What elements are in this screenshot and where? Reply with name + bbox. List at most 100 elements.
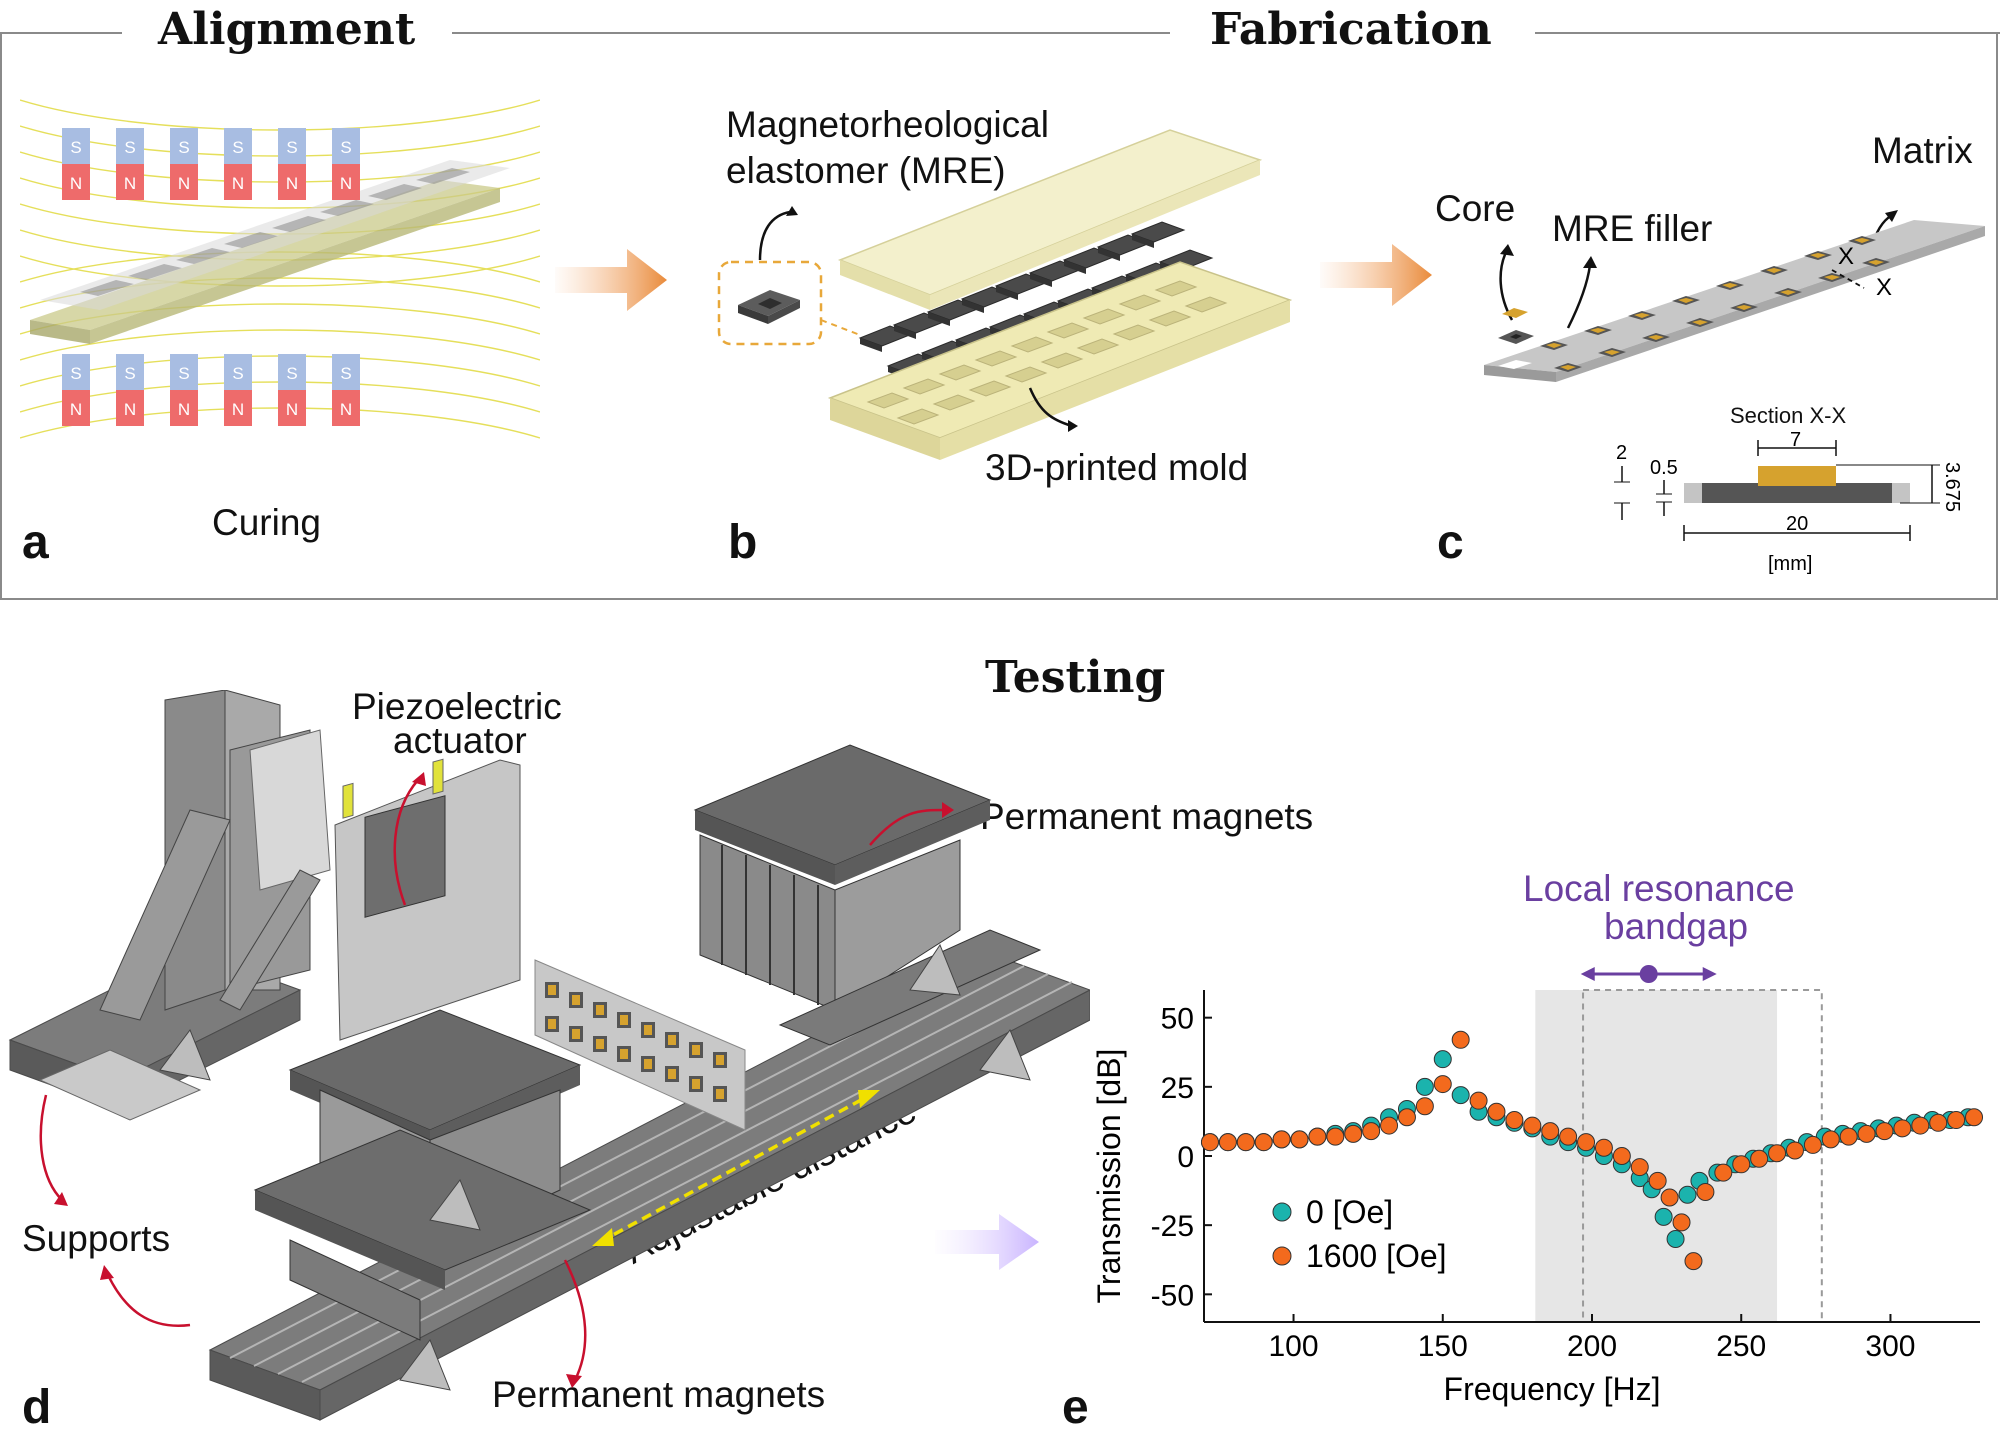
flow-arrow-ab: [555, 249, 667, 311]
magnet-s-label: S: [232, 364, 243, 383]
data-point: [1487, 1102, 1506, 1121]
magnet-n-label: N: [178, 400, 190, 419]
data-point: [1541, 1122, 1560, 1141]
fabrication-title: Fabrication: [1210, 4, 1492, 55]
data-point: [1308, 1127, 1327, 1146]
legend-label: 1600 [Oe]: [1306, 1238, 1447, 1274]
y-tick-label: 50: [1161, 1003, 1194, 1036]
data-point: [1344, 1124, 1363, 1143]
actuator-label-line1: Piezoelectric: [352, 686, 562, 727]
magnet: SN: [332, 128, 360, 200]
data-point: [1415, 1077, 1434, 1096]
data-point: [1672, 1213, 1691, 1232]
data-point: [1821, 1130, 1840, 1149]
y-tick-label: 0: [1177, 1141, 1194, 1174]
data-point: [1684, 1252, 1703, 1271]
data-point: [1911, 1116, 1930, 1135]
dim-05: 0.5: [1650, 457, 1678, 479]
data-point: [1875, 1122, 1894, 1141]
x-tick-label: 150: [1418, 1330, 1468, 1363]
flow-arrow-bc: [1320, 244, 1432, 306]
matrix-beam: [1484, 220, 1985, 372]
magnet: SN: [62, 128, 90, 200]
bandgap-center-dot: [1639, 965, 1658, 983]
testing-title: Testing: [985, 652, 1166, 703]
mre-label-line1: Magnetorheological: [726, 104, 1049, 145]
bandgap-label-line2: bandgap: [1604, 906, 1749, 947]
data-point: [1660, 1188, 1679, 1207]
left-base-plate: [38, 1049, 202, 1121]
magnet-s-label: S: [70, 364, 81, 383]
frame-top-right: [1535, 32, 2000, 34]
data-point: [1272, 1130, 1291, 1149]
section-diagram: 7 3.675 2 0.5 20 [mm]: [1614, 430, 1960, 575]
magnet-n-label: N: [70, 400, 82, 419]
magnet-n-label: N: [124, 400, 136, 419]
data-point: [1594, 1138, 1613, 1157]
top-magnet-slots: [721, 845, 819, 1005]
magnet: SN: [116, 128, 144, 200]
section-mark-1: X: [1838, 243, 1854, 270]
x-tick-label: 200: [1567, 1330, 1617, 1363]
data-point: [1678, 1185, 1697, 1204]
magnet-s-label: S: [178, 364, 189, 383]
data-point: [1254, 1133, 1273, 1152]
y-tick-label: -50: [1151, 1279, 1194, 1312]
bottom-magnet-assembly: [253, 1009, 592, 1341]
panel-letter-d: d: [22, 1381, 52, 1434]
data-point: [1469, 1091, 1488, 1110]
unit-mm: [mm]: [1768, 553, 1812, 575]
alignment-title: Alignment: [158, 4, 416, 55]
data-point: [1523, 1116, 1542, 1135]
testing-setup-illustration: [8, 690, 1090, 1421]
magnet-s-label: S: [124, 364, 135, 383]
section-mark-2: X: [1876, 274, 1892, 301]
data-point: [1451, 1030, 1470, 1049]
x-tick-label: 100: [1269, 1330, 1319, 1363]
magnet: SN: [170, 128, 198, 200]
magnet: SN: [224, 354, 252, 426]
data-point: [1648, 1171, 1667, 1190]
mre-filler-label: MRE filler: [1552, 208, 1713, 249]
magnet: SN: [278, 128, 306, 200]
data-point: [1696, 1182, 1715, 1201]
piezo-actuator: [364, 795, 446, 918]
chart-points: [1200, 1030, 1984, 1271]
panel-letter-b: b: [728, 516, 758, 569]
frame-top-left: [0, 32, 122, 34]
section-core: [1758, 466, 1836, 486]
data-point: [1612, 1147, 1631, 1165]
data-point: [1433, 1050, 1452, 1069]
triangle-supports: [159, 943, 1031, 1391]
magnet-n-label: N: [232, 400, 244, 419]
magnet: SN: [332, 354, 360, 426]
data-point: [1380, 1116, 1399, 1135]
dim-2: 2: [1616, 442, 1627, 464]
series-1: [1200, 1030, 1984, 1271]
test-beam-cells: [545, 982, 727, 1102]
magnet-s-label: S: [286, 364, 297, 383]
x-tick-label: 250: [1716, 1330, 1766, 1363]
y-axis-label: Transmission [dB]: [1091, 1049, 1127, 1304]
dim-7: 7: [1790, 430, 1801, 451]
dim-20: 20: [1786, 513, 1808, 535]
magnet-s-label: S: [232, 138, 243, 157]
actuator-label-line2: actuator: [393, 720, 527, 761]
plate-cells: [80, 168, 470, 296]
magnet-n-label: N: [178, 174, 190, 193]
red-callout-arrows: [39, 779, 946, 1381]
test-beam: [534, 959, 746, 1131]
y-tick-label: 25: [1161, 1072, 1194, 1105]
y-tick-label: -25: [1151, 1210, 1194, 1243]
magnet-s-label: S: [286, 138, 297, 157]
fabrication-frame: [0, 32, 1998, 600]
flow-arrow-de: [935, 1214, 1039, 1270]
legend-label: 0 [Oe]: [1306, 1194, 1393, 1230]
section-mre: [1702, 483, 1892, 503]
data-point: [1732, 1155, 1751, 1174]
magnet-n-label: N: [286, 174, 298, 193]
support-brackets: [99, 809, 321, 1021]
data-point: [1577, 1133, 1596, 1152]
